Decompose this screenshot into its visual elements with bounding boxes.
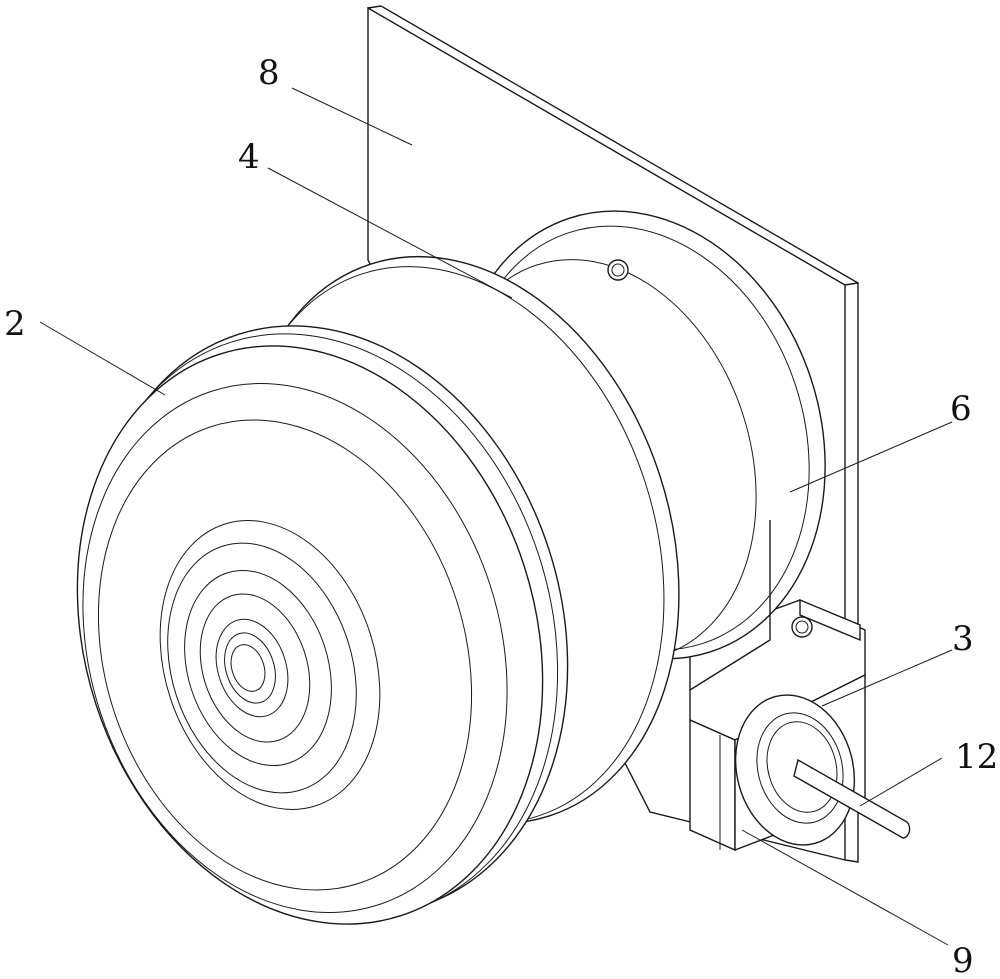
label-8: 8 xyxy=(258,53,280,93)
label-9: 9 xyxy=(952,941,974,979)
label-12: 12 xyxy=(955,737,998,777)
label-2: 2 xyxy=(4,304,26,344)
label-6: 6 xyxy=(950,389,972,429)
label-4: 4 xyxy=(238,137,260,177)
label-3: 3 xyxy=(952,619,974,659)
